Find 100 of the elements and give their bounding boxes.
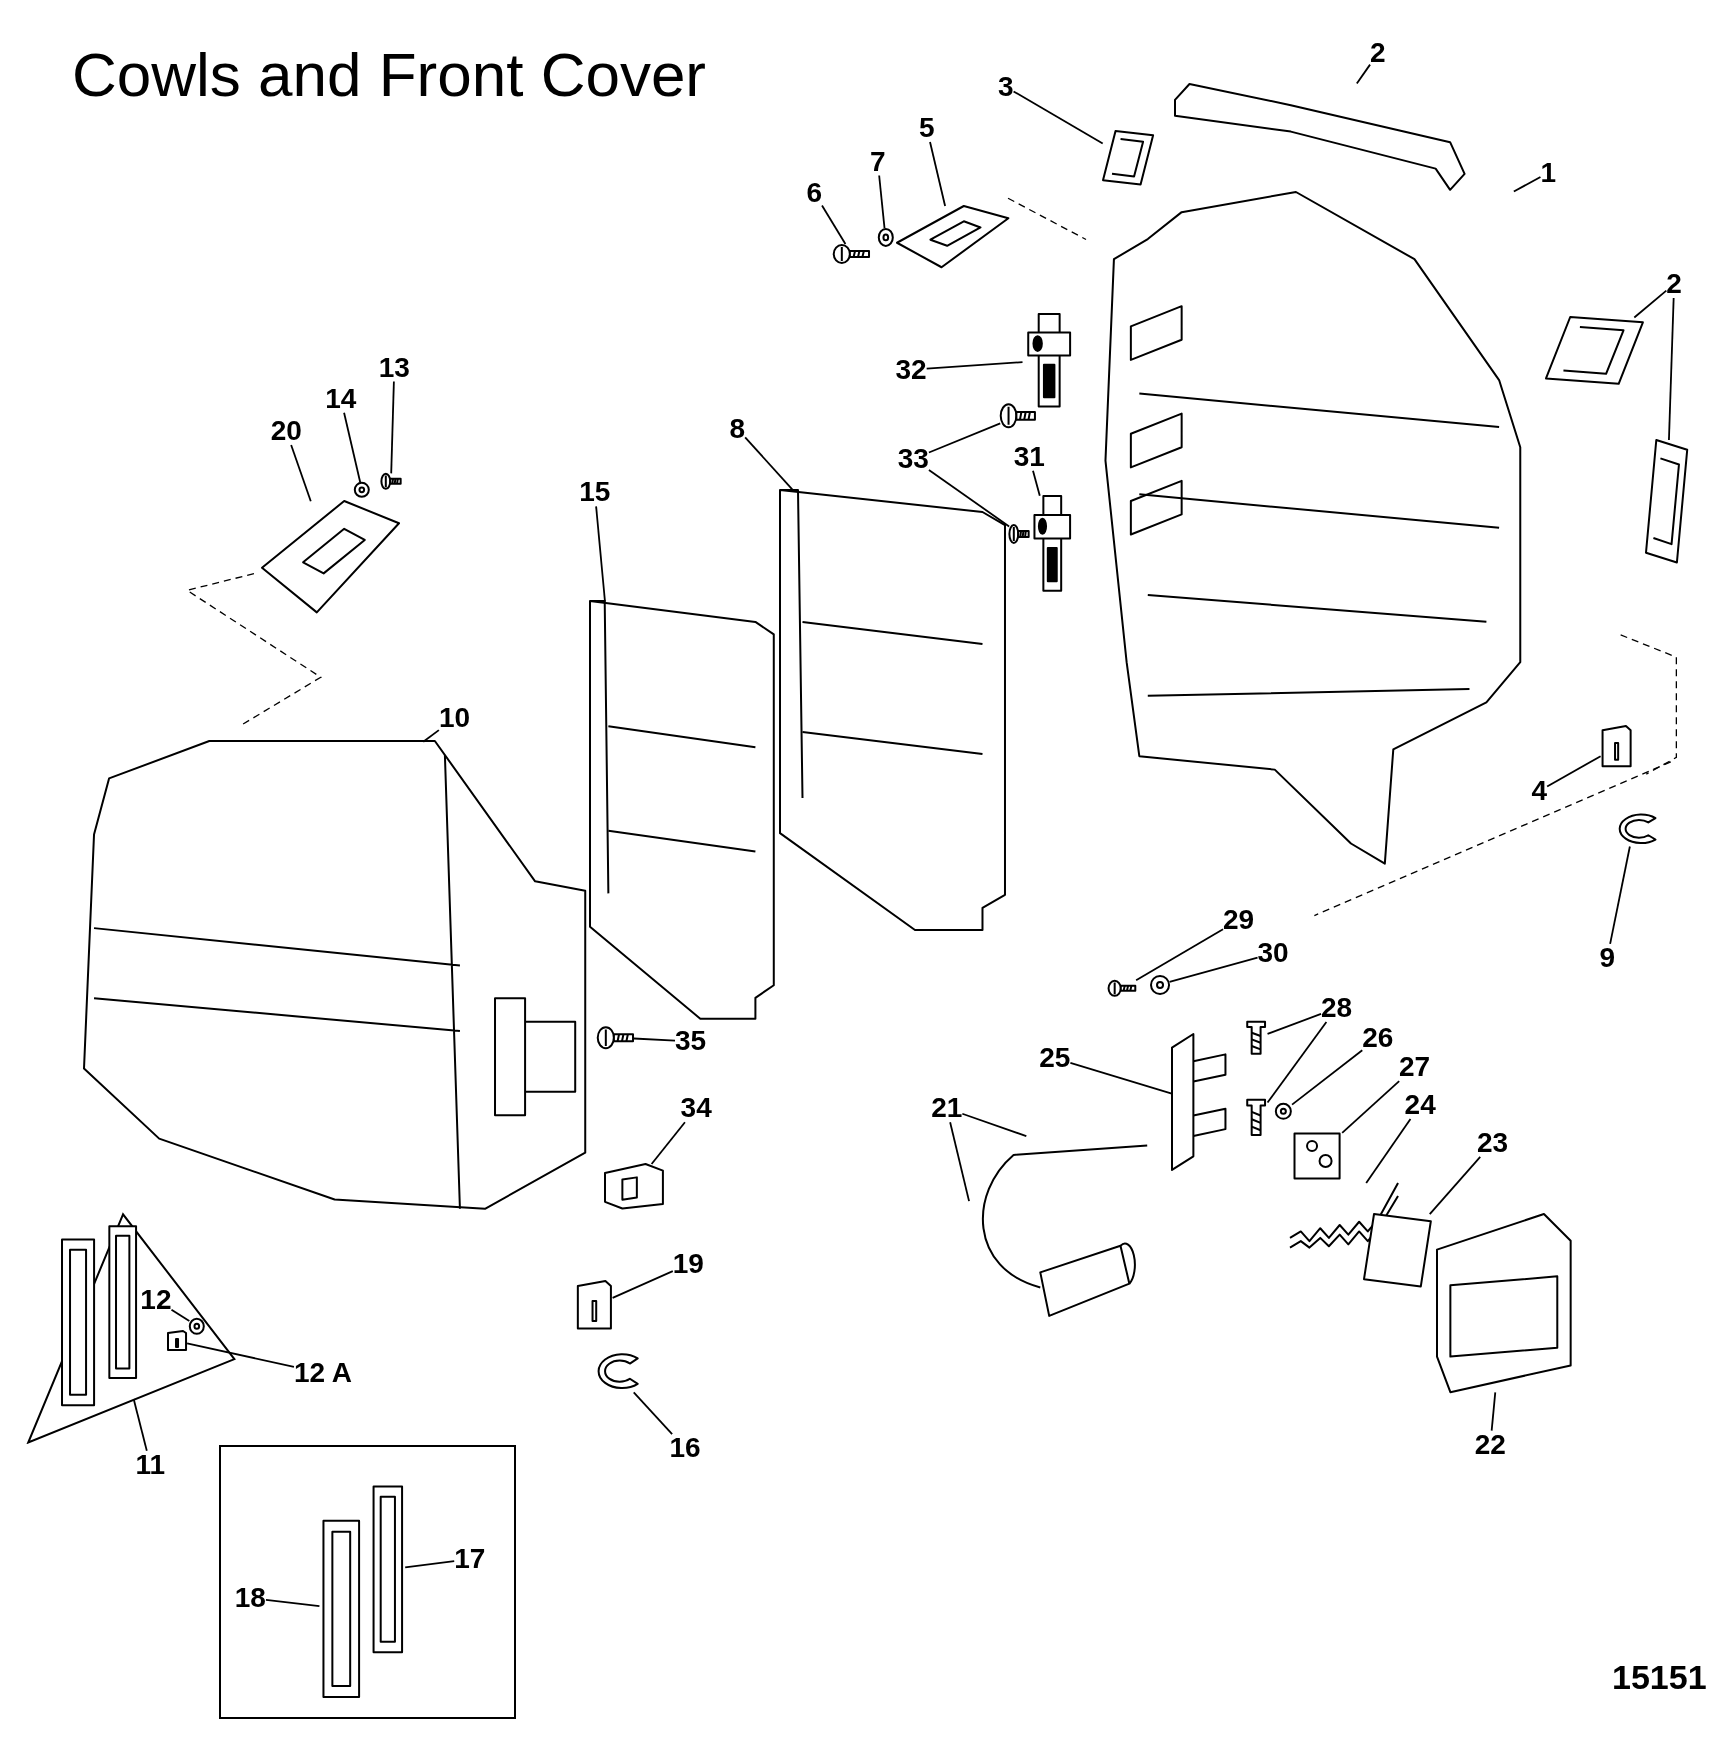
leader-line	[1428, 1155, 1482, 1215]
cover-drawing	[1436, 1214, 1571, 1393]
leader-line	[1355, 63, 1371, 85]
leader-line	[1512, 176, 1542, 193]
leader-line	[1546, 755, 1602, 788]
leader-line	[632, 1391, 674, 1435]
block-drawing	[575, 1280, 613, 1332]
leader-line	[1012, 90, 1104, 145]
switch-drawing	[604, 1163, 663, 1209]
callout-number: 13	[378, 353, 410, 382]
leader-line	[925, 361, 1024, 370]
callout-number: 31	[1013, 442, 1045, 471]
leader-line	[1365, 1118, 1412, 1184]
screw-drawing	[1108, 980, 1137, 997]
washer-drawing	[1149, 974, 1170, 995]
callout-number: 16	[669, 1434, 701, 1462]
callout-number: 2	[1370, 39, 1386, 68]
callout-number: 24	[1404, 1090, 1436, 1119]
leader-line	[390, 380, 395, 475]
callout-number: 1	[1540, 158, 1557, 187]
callout-number: 34	[680, 1094, 712, 1123]
latch-drawing	[896, 206, 1008, 268]
callout-number: 20	[270, 417, 302, 446]
leader-line	[404, 1560, 456, 1569]
callout-number: 23	[1477, 1128, 1509, 1157]
leader-line	[343, 411, 362, 484]
screw-drawing	[1000, 403, 1036, 429]
leader-line	[1168, 956, 1259, 983]
leader-line	[186, 1342, 295, 1368]
leader-line	[1490, 1391, 1497, 1432]
callout-number: 15	[579, 478, 611, 507]
trim-strip-drawing	[1546, 317, 1643, 385]
leader-line	[1069, 1061, 1173, 1095]
leader-line	[595, 505, 606, 603]
callout-number: 12 A	[293, 1359, 353, 1388]
screw-drawing	[833, 243, 870, 264]
callout-number: 5	[918, 114, 935, 143]
callout-number: 12	[140, 1285, 172, 1314]
callout-number: 4	[1531, 776, 1548, 805]
block-drawing	[167, 1331, 188, 1352]
callout-number: 7	[869, 147, 886, 176]
screw-drawing	[380, 473, 401, 491]
block-drawing	[1600, 726, 1632, 769]
leader-line	[611, 1270, 674, 1299]
callout-number: 26	[1362, 1024, 1394, 1053]
leader-line	[821, 204, 847, 245]
leader-line	[265, 1599, 321, 1608]
leader-line	[878, 174, 886, 230]
leader-line	[1633, 289, 1668, 319]
bracket-drawing	[1171, 1033, 1226, 1170]
latch-drawing	[261, 501, 399, 613]
callout-number: 14	[325, 384, 357, 413]
leader-line	[928, 422, 1002, 454]
callout-number: 10	[438, 704, 471, 733]
leader-line	[961, 1112, 1028, 1138]
plate-drawing	[1292, 1130, 1343, 1181]
figure-number: 15151	[1612, 1660, 1707, 1694]
callout-number: 28	[1321, 994, 1353, 1023]
leader-line	[1668, 297, 1675, 441]
leader-line	[650, 1121, 686, 1165]
grille-drawing	[105, 1223, 140, 1382]
pin-drawing	[1245, 1099, 1268, 1137]
panel-drawing	[590, 601, 775, 1020]
callout-number: 3	[998, 72, 1014, 101]
callout-number: 21	[931, 1094, 963, 1123]
pin-drawing	[1245, 1021, 1268, 1055]
leader-line	[1032, 469, 1041, 497]
callout-number: 18	[234, 1584, 266, 1613]
leader-line	[1266, 1012, 1322, 1035]
callout-number: 30	[1257, 939, 1289, 968]
leader-line	[949, 1121, 970, 1202]
trim-strip-drawing	[1175, 83, 1465, 190]
callout-number: 17	[454, 1545, 486, 1574]
trim-strip-drawing	[1646, 439, 1688, 563]
leader-line	[744, 436, 794, 491]
leader-line	[929, 141, 946, 207]
leader-line	[632, 1037, 676, 1042]
callout-number: 32	[895, 355, 927, 384]
leader-line	[1266, 1021, 1328, 1104]
leader-line	[1291, 1049, 1364, 1106]
callout-number: 19	[672, 1250, 704, 1279]
callout-number: 8	[729, 414, 746, 443]
callout-number: 6	[806, 178, 822, 207]
callout-number: 22	[1474, 1430, 1506, 1459]
leader-line	[928, 469, 1011, 528]
callout-number: 29	[1223, 906, 1255, 935]
callout-number: 35	[675, 1027, 707, 1056]
callout-number: 27	[1399, 1053, 1431, 1082]
trim-strip-drawing	[1102, 131, 1153, 185]
callout-number: 2	[1666, 270, 1682, 299]
leader-line	[422, 729, 440, 743]
cowl-drawing	[83, 740, 585, 1209]
screw-drawing	[1009, 523, 1030, 544]
leader-line	[290, 444, 312, 503]
leader-line	[1135, 928, 1224, 982]
callout-number: 9	[1599, 943, 1616, 972]
callout-number: 33	[897, 444, 929, 473]
washer-drawing	[1275, 1102, 1293, 1120]
leader-line	[1609, 845, 1631, 945]
callout-number: 11	[135, 1450, 166, 1479]
